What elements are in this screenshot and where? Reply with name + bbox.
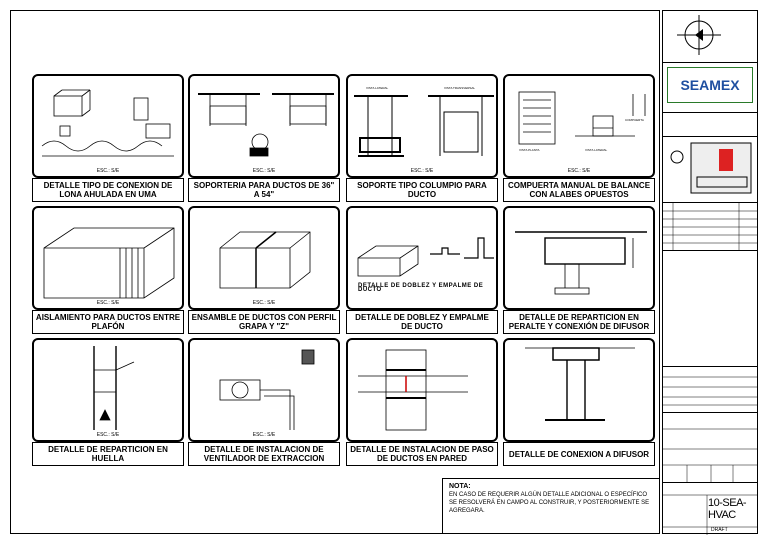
revision-grid xyxy=(663,203,757,251)
drawing-sheet xyxy=(10,10,660,534)
key-plan-box xyxy=(663,137,757,203)
notes-area xyxy=(663,251,757,367)
north-arrow-box xyxy=(663,11,757,63)
scale-label: ESC.: S/E xyxy=(96,168,120,174)
blank-box xyxy=(663,113,757,137)
drawing-card: DETALLE DE DOBLEZ Y EMPALME DE DUCTO xyxy=(346,206,498,310)
detail-caption: COMPUERTA MANUAL DE BALANCE CON ALABES O… xyxy=(503,178,655,202)
detail-caption: DETALLE DE INSTALACION DE VENTILADOR DE … xyxy=(188,442,340,466)
wall-penetration-drawing xyxy=(358,349,468,431)
view-label: VISTA LATERAL xyxy=(585,148,608,152)
status-label: DRAFT xyxy=(711,527,728,533)
diffuser-connection-drawing xyxy=(515,231,647,295)
detail-panel[interactable]: DETALLE DE DOBLEZ Y EMPALME DE DUCTO DET… xyxy=(346,206,498,334)
detail-caption: ENSAMBLE DE DUCTOS CON PERFIL GRAPA Y "Z… xyxy=(188,310,340,334)
signature-grid xyxy=(663,376,757,406)
scale-label: ESC.: S/E xyxy=(96,432,120,438)
drawing-card xyxy=(503,206,655,310)
drawing-card: ESC.: S/E xyxy=(32,338,184,442)
north-arrow-icon xyxy=(677,15,721,55)
scale-label: ESC.: S/E xyxy=(252,432,276,438)
drawing-card: ESC.: S/E xyxy=(188,338,340,442)
view-label: VISTA PLANTA xyxy=(519,148,540,152)
scale-label: ESC.: S/E xyxy=(252,168,276,174)
detail-caption: AISLAMIENTO PARA DUCTOS ENTRE PLAFÓN xyxy=(32,310,184,334)
detail-panel[interactable]: ESC.: S/E DETALLE DE INSTALACION DE VENT… xyxy=(188,338,340,466)
diffuser-drawing xyxy=(525,347,635,421)
scale-label: ESC.: S/E xyxy=(252,300,276,306)
seam-drawing xyxy=(357,237,494,277)
detail-panel[interactable]: ESC.: S/E SOPORTERIA PARA DUCTOS DE 36" … xyxy=(188,74,340,202)
revision-table xyxy=(663,203,757,251)
project-info xyxy=(663,413,757,483)
title-block: SEAMEX xyxy=(662,10,758,535)
note-text: EN CASO DE REQUERIR ALGÚN DETALLE ADICIO… xyxy=(449,492,650,514)
detail-caption: DETALLE DE REPARTICION EN PERALTE Y CONE… xyxy=(503,310,655,334)
detail-panel[interactable]: DETALLE DE REPARTICION EN PERALTE Y CONE… xyxy=(503,206,655,334)
drawing-code: 10-SEA-HVAC xyxy=(708,497,747,521)
signature-table xyxy=(663,367,757,413)
duct-assembly-drawing xyxy=(219,231,311,289)
view-label: COMPUERTA xyxy=(625,118,644,122)
view-label: VISTA LATERAL xyxy=(366,86,389,90)
drawing-card: ESC.: S/E xyxy=(32,74,184,178)
drawing-title: DETALLE DE DOBLEZ Y EMPALME DE DUCTO xyxy=(358,283,484,293)
duct-support-drawing xyxy=(198,93,334,157)
logo-box: SEAMEX xyxy=(663,63,757,113)
company-logo: SEAMEX xyxy=(667,67,753,103)
drawing-number-box: DRAFT xyxy=(663,483,757,535)
detail-caption: DETALLE DE INSTALACION DE PASO DE DUCTOS… xyxy=(346,442,498,466)
drawing-card: VISTA LATERAL VISTA TRANSVERSAL ESC.: S/… xyxy=(346,74,498,178)
detail-panel[interactable]: ESC.: S/E ENSAMBLE DE DUCTOS CON PERFIL … xyxy=(188,206,340,334)
scale-label: ESC.: S/E xyxy=(96,300,120,306)
insulation-drawing xyxy=(43,227,175,299)
note-title: NOTA: xyxy=(449,483,471,490)
exhaust-fan-drawing xyxy=(219,349,315,430)
detail-caption: SOPORTE TIPO COLUMPIO PARA DUCTO xyxy=(346,178,498,202)
key-plan-map xyxy=(670,142,752,194)
general-note: NOTA: EN CASO DE REQUERIR ALGÚN DETALLE … xyxy=(442,478,660,534)
detail-panel[interactable]: VISTA PLANTA VISTA LATERAL COMPUERTA ESC… xyxy=(503,74,655,202)
view-label: VISTA TRANSVERSAL xyxy=(444,86,476,90)
detail-panel[interactable]: VISTA LATERAL VISTA TRANSVERSAL ESC.: S/… xyxy=(346,74,498,202)
trapeze-support-drawing xyxy=(354,95,494,157)
detail-panel[interactable]: DETALLE DE INSTALACION DE PASO DE DUCTOS… xyxy=(346,338,498,466)
drawing-card: ESC.: S/E xyxy=(188,206,340,310)
logo-text: SEAMEX xyxy=(680,77,740,93)
detail-caption: SOPORTERIA PARA DUCTOS DE 36" A 54" xyxy=(188,178,340,202)
detail-caption: DETALLE DE CONEXION A DIFUSOR xyxy=(503,442,655,466)
drawing-card xyxy=(503,338,655,442)
detail-caption: DETALLE DE DOBLEZ Y EMPALME DE DUCTO xyxy=(346,310,498,334)
drawing-card: ESC.: S/E xyxy=(32,206,184,310)
project-grid xyxy=(663,428,757,483)
drawing-card xyxy=(346,338,498,442)
branch-drawing xyxy=(93,346,135,430)
damper-drawing xyxy=(518,91,646,145)
scale-label: ESC.: S/E xyxy=(567,168,591,174)
scale-label: ESC.: S/E xyxy=(410,168,434,174)
detail-panel[interactable]: ESC.: S/E AISLAMIENTO PARA DUCTOS ENTRE … xyxy=(32,206,184,334)
detail-caption: DETALLE TIPO DE CONEXION DE LONA AHULADA… xyxy=(32,178,184,202)
flexible-connection-drawing xyxy=(41,89,174,157)
detail-caption: DETALLE DE REPARTICION EN HUELLA xyxy=(32,442,184,466)
detail-panel[interactable]: DETALLE DE CONEXION A DIFUSOR xyxy=(503,338,655,466)
drawing-card: ESC.: S/E xyxy=(188,74,340,178)
detail-panel[interactable]: ESC.: S/E DETALLE TIPO DE CONEXION DE LO… xyxy=(32,74,184,202)
detail-panel[interactable]: ESC.: S/E DETALLE DE REPARTICION EN HUEL… xyxy=(32,338,184,466)
drawing-card: VISTA PLANTA VISTA LATERAL COMPUERTA ESC… xyxy=(503,74,655,178)
drawing-number-grid xyxy=(663,494,757,535)
